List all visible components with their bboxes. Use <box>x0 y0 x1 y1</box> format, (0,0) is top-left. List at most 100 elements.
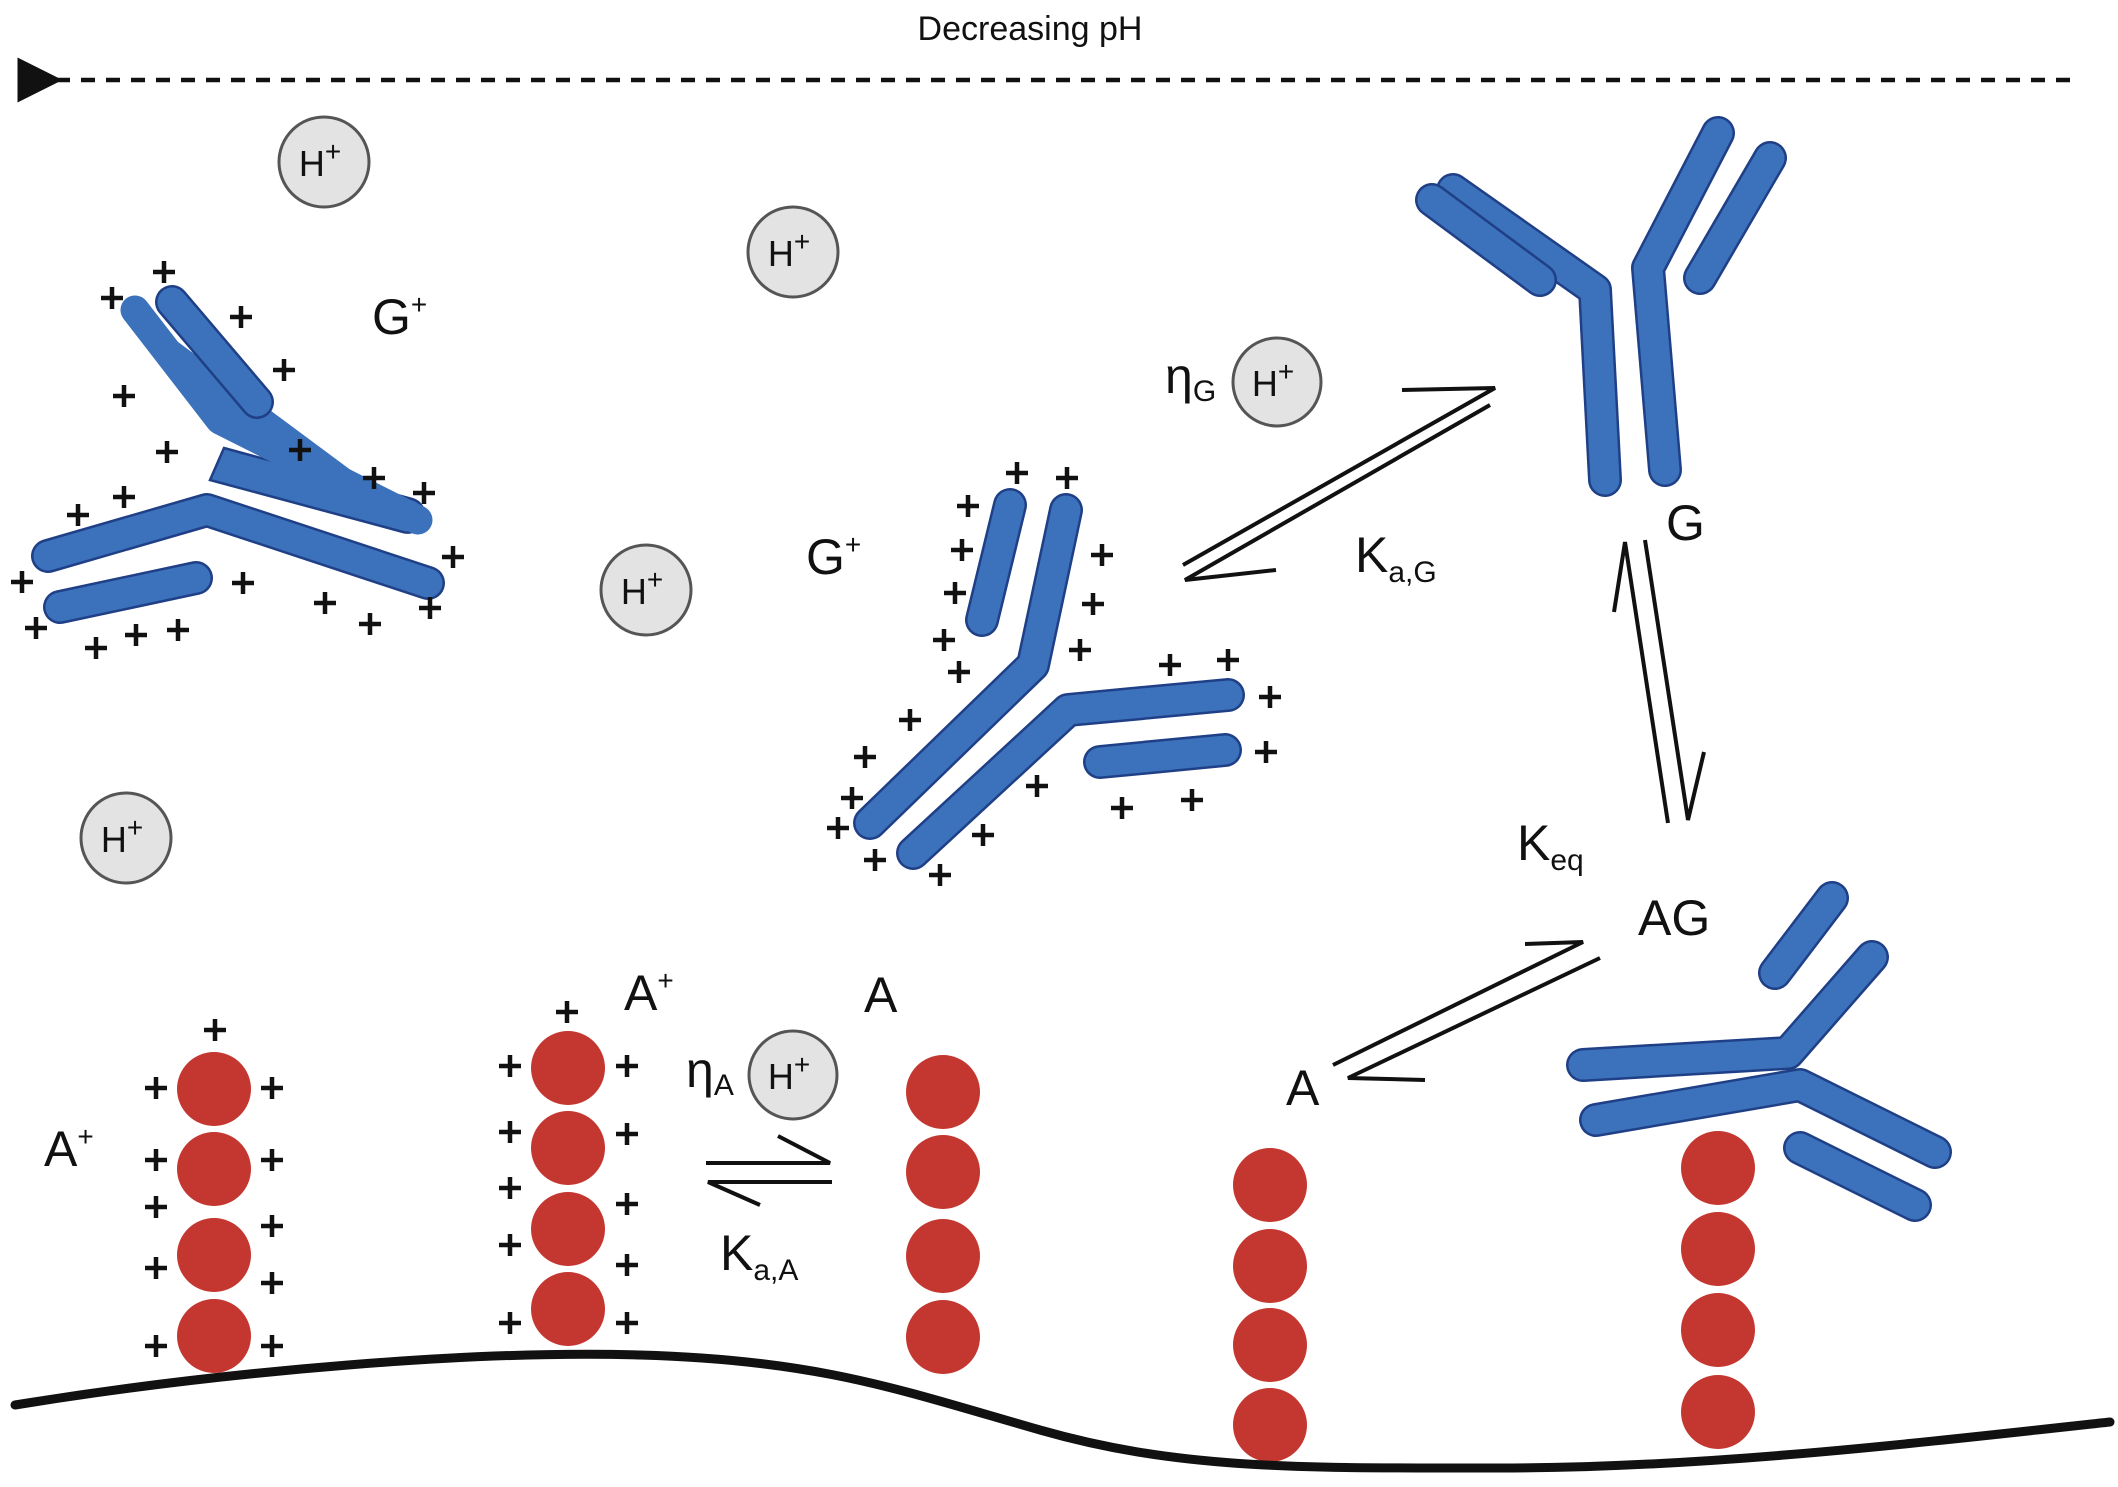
charge-marks <box>145 1019 283 1357</box>
proton-charge: + <box>794 226 810 257</box>
svg-text:H+: H+ <box>768 226 810 274</box>
plus-charge-mark <box>499 1234 521 1256</box>
svg-text:H+: H+ <box>621 564 663 612</box>
plus-charge-mark <box>363 467 385 489</box>
plus-charge-mark <box>67 504 89 526</box>
proton-2: H+ <box>746 205 840 299</box>
plus-charge-mark <box>1181 789 1203 811</box>
proton-icon <box>277 115 371 209</box>
ligand-bead <box>906 1135 980 1209</box>
equilibrium-complex <box>1332 940 1601 1082</box>
ligand-neutral-1: A <box>864 967 980 1374</box>
plus-charge-mark <box>25 617 47 639</box>
plus-charge-mark <box>899 709 921 731</box>
proton-label: H <box>768 233 794 274</box>
plus-charge-mark <box>929 864 951 886</box>
plus-charge-mark <box>1069 639 1091 661</box>
antibody-charged-center: G+ <box>806 462 1281 886</box>
equilibrium-g-protonation: H+ ηG Ka,G <box>1165 336 1496 589</box>
proton-icon <box>79 791 173 885</box>
plus-charge-mark <box>854 746 876 768</box>
proton-icon <box>746 205 840 299</box>
ligand-bead <box>177 1052 251 1126</box>
plus-charge-mark <box>153 261 175 283</box>
plus-charge-mark <box>145 1077 167 1099</box>
plus-charge-mark <box>289 439 311 461</box>
ligand-bead <box>177 1218 251 1292</box>
equilibrium-arrow-icon <box>1182 386 1496 582</box>
g-charged-label: G+ <box>372 289 427 345</box>
g-neutral-label: G <box>1666 495 1705 551</box>
plus-charge-mark <box>1056 467 1078 489</box>
ligand-charged-2: A+ <box>499 965 674 1346</box>
plus-charge-mark <box>167 619 189 641</box>
ligand-icon <box>1233 1148 1307 1462</box>
ligand-bead <box>531 1111 605 1185</box>
plus-charge-mark <box>113 486 135 508</box>
equilibrium-a-protonation: H+ ηA Ka,A <box>686 1029 839 1287</box>
plus-charge-mark <box>230 306 252 328</box>
charge-marks <box>11 261 464 659</box>
equilibrium-arrow-icon <box>1612 539 1706 824</box>
antibody-icon <box>853 488 1245 870</box>
svg-text:H+: H+ <box>1252 356 1294 404</box>
antibody-icon <box>1566 881 1952 1222</box>
proton-label: H <box>1252 363 1278 404</box>
plus-charge-mark <box>933 629 955 651</box>
ka-a-label: Ka,A <box>720 1225 798 1287</box>
plus-charge-mark <box>1082 593 1104 615</box>
plus-charge-mark <box>616 1193 638 1215</box>
ligand-neutral-2: A <box>1233 1060 1320 1462</box>
plus-charge-mark <box>273 359 295 381</box>
plus-charge-mark <box>864 849 886 871</box>
plus-charge-mark <box>1111 797 1133 819</box>
ligand-icon <box>177 1052 251 1373</box>
eta-g-label: ηG <box>1165 348 1216 408</box>
plus-charge-mark <box>145 1149 167 1171</box>
antibody-icon <box>31 285 445 624</box>
plus-charge-mark <box>944 582 966 604</box>
plus-charge-mark <box>232 572 254 594</box>
proton-charge: + <box>647 564 663 595</box>
plus-charge-mark <box>11 571 33 593</box>
ligand-icon <box>531 1031 605 1346</box>
plus-charge-mark <box>261 1272 283 1294</box>
surface-line <box>10 1349 2115 1473</box>
plus-charge-mark <box>359 613 381 635</box>
svg-text:H+: H+ <box>101 812 143 860</box>
ligand-bead <box>1233 1148 1307 1222</box>
ligand-bead <box>1681 1131 1755 1205</box>
plus-charge-mark <box>616 1123 638 1145</box>
plus-charge-mark <box>1255 741 1277 763</box>
plus-charge-mark <box>113 385 135 407</box>
ligand-bead <box>906 1300 980 1374</box>
ka-g-label: Ka,G <box>1355 527 1437 589</box>
ligand-bound <box>1681 1131 1755 1449</box>
ligand-bead <box>531 1192 605 1266</box>
plus-charge-mark <box>1159 654 1181 676</box>
ligand-bead <box>177 1299 251 1373</box>
complex-label: AG <box>1638 890 1710 946</box>
ligand-bead <box>1681 1375 1755 1449</box>
plus-charge-mark <box>442 546 464 568</box>
antibody-neutral: G <box>1415 116 1787 551</box>
g-charged-label: G+ <box>806 529 861 585</box>
plus-charge-mark <box>616 1254 638 1276</box>
ligand-bead <box>1233 1229 1307 1303</box>
plus-charge-mark <box>1026 775 1048 797</box>
plus-charge-mark <box>951 539 973 561</box>
plus-charge-mark <box>1259 686 1281 708</box>
a-neutral-label: A <box>864 967 898 1023</box>
plus-charge-mark <box>972 824 994 846</box>
proton-3: H+ <box>599 543 693 637</box>
ligand-bead <box>1681 1212 1755 1286</box>
antibody-icon <box>1415 116 1787 497</box>
plus-charge-mark <box>261 1077 283 1099</box>
keq-label: Keq <box>1517 815 1584 877</box>
plus-charge-mark <box>413 482 435 504</box>
plus-charge-mark <box>101 287 123 309</box>
equilibrium-arrow-icon <box>706 1134 832 1207</box>
ph-gradient-title: Decreasing pH <box>918 10 1143 48</box>
proton-icon <box>599 543 693 637</box>
plus-charge-mark <box>616 1055 638 1077</box>
